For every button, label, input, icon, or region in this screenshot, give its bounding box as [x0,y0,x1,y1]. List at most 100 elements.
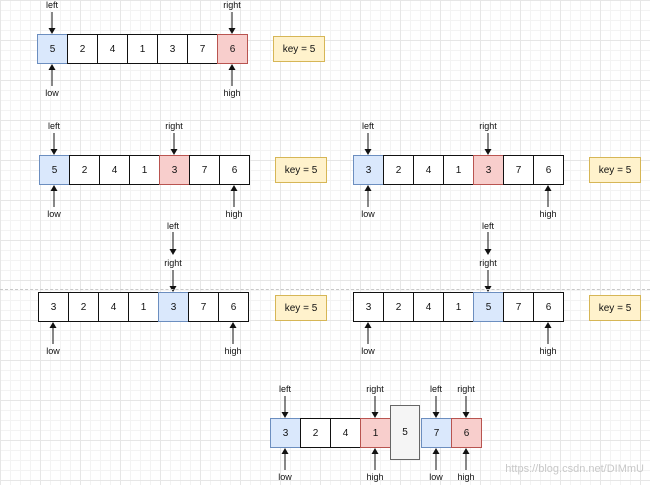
array-cell: 4 [97,34,128,64]
array-cell: 4 [98,292,129,322]
arrowhead [364,185,372,191]
dashed-guide-line [0,289,650,290]
arrowhead [230,185,238,191]
arrowhead [281,448,289,454]
pointer-label-right: right [164,258,182,268]
pointer-label-high: high [539,346,557,356]
pointer-label-right: right [479,258,497,268]
arrowhead [371,448,379,454]
pointer-label-left: left [429,384,443,394]
array-cell: 5 [473,292,504,322]
pointer-label-right: right [457,384,475,394]
pointer-label-low: low [47,209,61,219]
array-cell: 2 [68,292,99,322]
array-cell: 3 [270,418,301,448]
array-cell: 3 [157,34,188,64]
array-cell: 1 [443,292,474,322]
pointer-label-high: high [223,88,241,98]
pointer-label-high: high [457,472,475,482]
array-cell: 4 [413,155,444,185]
array-cell: 1 [128,292,159,322]
array-cell: 3 [353,155,384,185]
arrowhead [484,149,492,155]
array-cell: 6 [533,155,564,185]
array-cell: 2 [67,34,98,64]
pointer-label-right: right [366,384,384,394]
arrowhead [50,185,58,191]
pointer-label-low: low [45,88,59,98]
array-cell: 1 [443,155,474,185]
array-cell: 6 [451,418,482,448]
pointer-label-low: low [429,472,443,482]
array-cell: 7 [187,34,218,64]
arrowhead [170,149,178,155]
array-cell: 7 [189,155,220,185]
array-cell: 7 [503,155,534,185]
array-cell: 5 [37,34,68,64]
pointer-label-left: left [45,0,59,10]
array-cell: 7 [503,292,534,322]
arrowhead [50,149,58,155]
pivot-cell: 5 [390,405,420,460]
array-cell: 1 [127,34,158,64]
pointer-label-low: low [361,346,375,356]
arrowhead [462,448,470,454]
arrowhead [364,149,372,155]
key-box: key = 5 [273,36,325,62]
arrowhead [228,64,236,70]
arrowhead [48,28,56,34]
array-cell: 7 [421,418,452,448]
pointer-label-low: low [278,472,292,482]
key-box: key = 5 [589,295,641,321]
arrowhead [48,64,56,70]
pointer-label-right: right [165,121,183,131]
arrowhead [228,28,236,34]
arrowhead [371,412,379,418]
pointer-label-high: high [366,472,384,482]
pointer-label-high: high [225,209,243,219]
pointer-label-right: right [223,0,241,10]
key-box: key = 5 [275,157,327,183]
arrowhead [229,322,237,328]
array-cell: 4 [413,292,444,322]
array-cell: 2 [383,155,414,185]
pointer-label-left: left [278,384,292,394]
arrowhead [49,322,57,328]
pointer-label-low: low [361,209,375,219]
arrowhead [169,249,177,255]
array-cell: 1 [129,155,160,185]
array-cell: 5 [39,155,70,185]
array-cell: 1 [360,418,391,448]
pointer-label-left: left [47,121,61,131]
array-cell: 2 [69,155,100,185]
pointer-label-low: low [46,346,60,356]
array-cell: 3 [353,292,384,322]
arrowhead [544,322,552,328]
array-cell: 4 [99,155,130,185]
pointer-label-left-right: left [166,221,180,231]
array-cell: 6 [219,155,250,185]
pointer-label-left-right: left [481,221,495,231]
watermark: https://blog.csdn.net/DIMmU [505,463,644,475]
arrowhead [281,412,289,418]
array-cell: 4 [330,418,361,448]
array-cell: 6 [533,292,564,322]
array-cell: 3 [159,155,190,185]
arrowhead [544,185,552,191]
key-box: key = 5 [275,295,327,321]
arrowhead [462,412,470,418]
array-cell: 2 [300,418,331,448]
pointer-label-left: left [361,121,375,131]
arrowhead [432,448,440,454]
pointer-label-high: high [224,346,242,356]
array-cell: 3 [473,155,504,185]
array-cell: 3 [158,292,189,322]
arrowhead [432,412,440,418]
array-cell: 6 [217,34,248,64]
pointer-label-right: right [479,121,497,131]
array-cell: 2 [383,292,414,322]
array-cell: 7 [188,292,219,322]
arrowhead [484,249,492,255]
